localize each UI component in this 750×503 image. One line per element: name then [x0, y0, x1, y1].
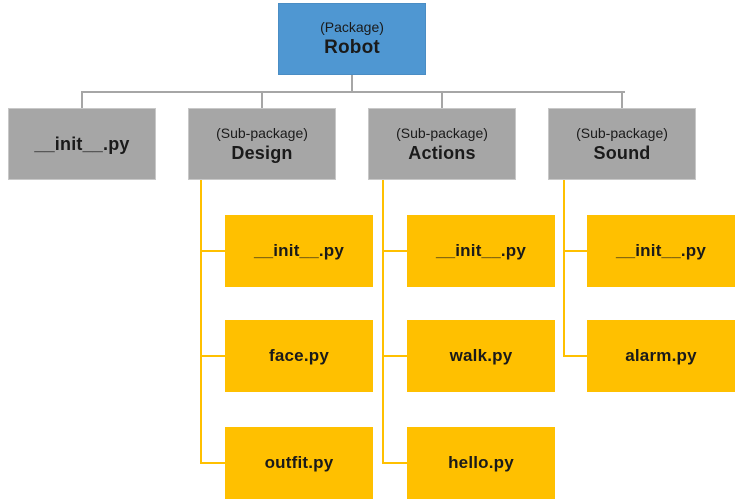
module-name-label: __init__.py: [615, 241, 707, 260]
connector-actions-trunk: [382, 180, 384, 464]
connector-sound-trunk: [563, 180, 565, 357]
connector-root-rail: [81, 91, 625, 93]
subpackage-type-label: (Sub-package): [576, 124, 668, 141]
subpackage-node-sound: (Sub-package) Sound: [548, 108, 696, 180]
module-name-label: walk.py: [449, 346, 513, 365]
package-name-label: Robot: [324, 37, 380, 59]
connector-root-stem: [351, 75, 353, 92]
connector-stub-init: [81, 91, 83, 108]
connector-design-elbow-3: [200, 462, 225, 464]
connector-actions-elbow-3: [382, 462, 407, 464]
file-name-label: __init__.py: [34, 133, 130, 154]
module-name-label: __init__.py: [253, 241, 345, 260]
module-name-label: alarm.py: [625, 346, 697, 365]
module-node-actions-init: __init__.py: [407, 215, 555, 287]
subpackage-node-design: (Sub-package) Design: [188, 108, 336, 180]
module-node-hello: hello.py: [407, 427, 555, 499]
module-name-label: hello.py: [448, 453, 514, 472]
subpackage-name-label: Actions: [408, 142, 476, 163]
package-type-label: (Package): [320, 19, 384, 36]
subpackage-type-label: (Sub-package): [396, 124, 488, 141]
subpackage-node-actions: (Sub-package) Actions: [368, 108, 516, 180]
module-node-face: face.py: [225, 320, 373, 392]
connector-actions-elbow-2: [382, 355, 407, 357]
connector-design-trunk: [200, 180, 202, 464]
connector-design-elbow-1: [200, 250, 225, 252]
file-node-root-init: __init__.py: [8, 108, 156, 180]
connector-actions-elbow-1: [382, 250, 407, 252]
module-name-label: __init__.py: [435, 241, 527, 260]
module-name-label: outfit.py: [264, 453, 334, 472]
subpackage-type-label: (Sub-package): [216, 124, 308, 141]
package-node-robot: (Package) Robot: [278, 3, 426, 75]
module-name-label: face.py: [269, 346, 329, 365]
connector-stub-actions: [441, 91, 443, 108]
subpackage-name-label: Design: [231, 142, 293, 163]
module-node-design-init: __init__.py: [225, 215, 373, 287]
module-node-outfit: outfit.py: [225, 427, 373, 499]
module-node-sound-init: __init__.py: [587, 215, 735, 287]
module-node-alarm: alarm.py: [587, 320, 735, 392]
connector-sound-elbow-1: [563, 250, 587, 252]
module-node-walk: walk.py: [407, 320, 555, 392]
connector-stub-sound: [621, 91, 623, 108]
connector-sound-elbow-2: [563, 355, 587, 357]
connector-design-elbow-2: [200, 355, 225, 357]
subpackage-name-label: Sound: [593, 142, 651, 163]
connector-stub-design: [261, 91, 263, 108]
